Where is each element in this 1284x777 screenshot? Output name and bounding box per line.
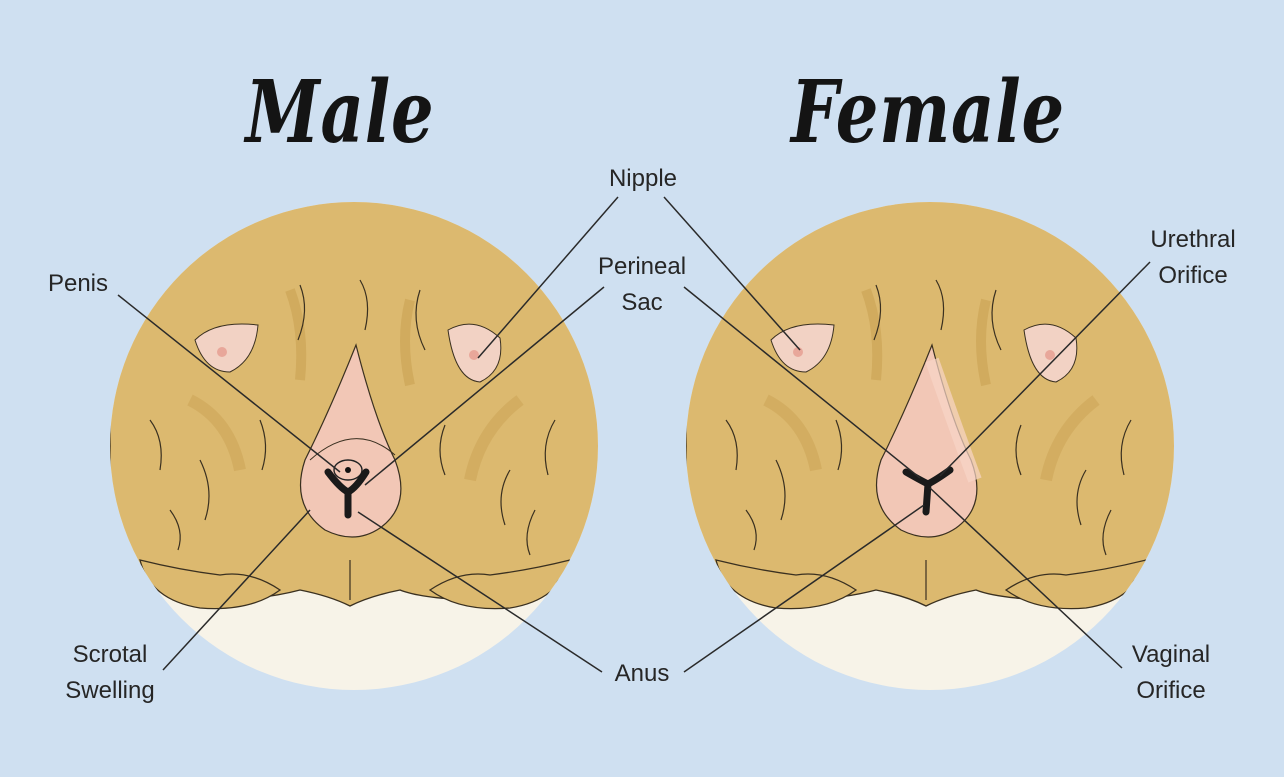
leader-perineal-female [683, 286, 921, 479]
male-left-nipple-patch [194, 323, 259, 373]
male-left-leg [139, 559, 282, 610]
label-perineal-sac: Perineal Sac [597, 253, 687, 316]
leader-nipple-female [663, 196, 801, 351]
label-urethral-orifice: Urethral Orifice [1150, 226, 1236, 289]
female-right-leg [1004, 559, 1147, 610]
leader-anus-male [357, 511, 603, 673]
female-illustration [686, 202, 1174, 690]
leader-anus-female [683, 504, 925, 673]
female-left-leg [715, 559, 858, 610]
leader-nipple-male [477, 196, 619, 359]
male-illustration [110, 202, 598, 690]
leader-urethral-orifice [939, 261, 1151, 477]
label-anus: Anus [614, 660, 670, 687]
female-fur-strokes [725, 279, 1132, 600]
male-perineal-area [299, 343, 402, 538]
leader-penis [117, 294, 341, 473]
leader-lines [117, 196, 1151, 673]
label-vaginal-orifice: Vaginal Orifice [1131, 641, 1211, 704]
female-orifice-mark [902, 466, 954, 516]
female-title: Female [791, 62, 1065, 163]
male-title: Male [245, 62, 435, 163]
leader-perineal-male [364, 286, 605, 486]
female-right-nipple [1045, 350, 1055, 360]
leader-vaginal-orifice [929, 487, 1123, 669]
male-left-nipple [217, 347, 227, 357]
label-nipple: Nipple [608, 165, 678, 192]
male-fur-strokes [149, 279, 556, 600]
male-anus-mark [324, 468, 370, 519]
male-right-nipple [469, 350, 479, 360]
label-penis: Penis [47, 270, 109, 297]
label-scrotal-swelling: Scrotal Swelling [65, 641, 155, 704]
leader-scrotal-swelling [162, 509, 311, 671]
male-right-leg [428, 559, 571, 610]
